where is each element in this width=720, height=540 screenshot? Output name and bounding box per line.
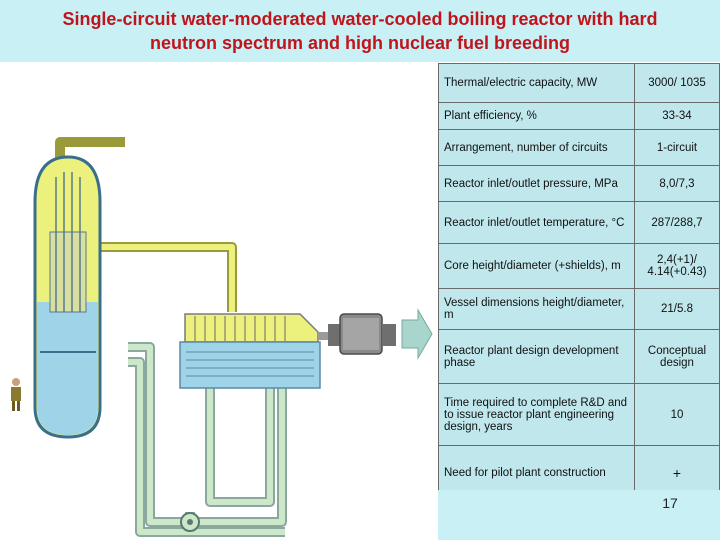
param-value: 287/288,7 [634, 201, 720, 244]
table-row: Plant efficiency, % 33-34 [438, 102, 720, 130]
table-row: Time required to complete R&D and to iss… [438, 383, 720, 446]
table-row: Vessel dimensions height/diameter, m 21/… [438, 288, 720, 330]
param-label: Arrangement, number of circuits [438, 129, 635, 166]
slide-title: Single-circuit water-moderated water-coo… [0, 7, 720, 55]
param-value: 2,4(+1)/ 4.14(+0.43) [634, 243, 720, 289]
param-label: Time required to complete R&D and to iss… [438, 383, 635, 446]
arrow-right-icon [401, 308, 433, 360]
param-value: 33-34 [634, 102, 720, 130]
table-row: Reactor plant design development phase C… [438, 329, 720, 384]
reactor-vessel-icon [33, 155, 102, 439]
table-row: Reactor inlet/outlet temperature, °C 287… [438, 201, 720, 244]
table-row: Thermal/electric capacity, MW 3000/ 1035 [438, 63, 720, 103]
pump-icon [180, 512, 200, 532]
param-label: Reactor inlet/outlet temperature, °C [438, 201, 635, 244]
param-value: 10 [634, 383, 720, 446]
title-band [0, 0, 720, 62]
table-row: Reactor inlet/outlet pressure, MPa 8,0/7… [438, 165, 720, 202]
param-value: Conceptual design [634, 329, 720, 384]
param-value: 1-circuit [634, 129, 720, 166]
table-row: Core height/diameter (+shields), m 2,4(+… [438, 243, 720, 289]
param-value: 3000/ 1035 [634, 63, 720, 103]
param-label: Core height/diameter (+shields), m [438, 243, 635, 289]
person-icon [11, 378, 21, 411]
turbine-icon [184, 313, 328, 343]
generator-icon [328, 313, 396, 355]
footer-band [438, 490, 720, 540]
table-row: Arrangement, number of circuits 1-circui… [438, 129, 720, 166]
param-value: 8,0/7,3 [634, 165, 720, 202]
param-label: Plant efficiency, % [438, 102, 635, 130]
condenser-icon [179, 341, 321, 389]
plant-diagram [11, 137, 433, 537]
param-value: 21/5.8 [634, 288, 720, 330]
parameter-table: Thermal/electric capacity, MW 3000/ 1035… [438, 63, 720, 500]
param-label: Reactor inlet/outlet pressure, MPa [438, 165, 635, 202]
param-label: Thermal/electric capacity, MW [438, 63, 635, 103]
title-line-1: Single-circuit water-moderated water-coo… [62, 9, 658, 29]
param-label: Vessel dimensions height/diameter, m [438, 288, 635, 330]
param-label: Reactor plant design development phase [438, 329, 635, 384]
title-line-2: neutron spectrum and high nuclear fuel b… [149, 33, 571, 53]
page-number: 17 [662, 495, 678, 511]
